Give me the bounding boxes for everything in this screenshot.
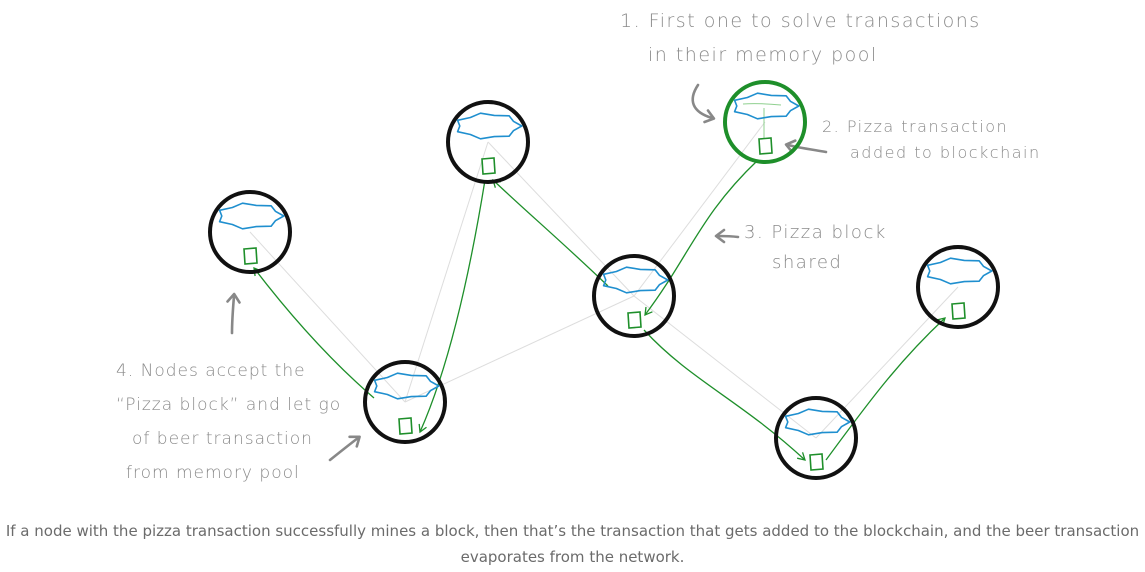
memory-pool-cloud-icon (926, 257, 993, 285)
block-square-icon (243, 247, 258, 265)
block-square-icon (951, 302, 966, 320)
propagation-arrow (643, 329, 806, 461)
annotation-arrows (226, 83, 828, 462)
annotation-text: 1. First one to solve transactions (620, 10, 981, 32)
memory-pool-cloud-icon (602, 266, 669, 294)
propagation-arrow (644, 159, 759, 317)
propagation-arrows (253, 159, 946, 461)
hand-drawn-arrow-icon (226, 292, 241, 335)
hand-drawn-arrow-icon (714, 228, 740, 244)
propagation-arrow (418, 179, 486, 434)
node-circle-icon (774, 396, 858, 480)
network-node (774, 396, 858, 480)
network-link (404, 295, 635, 403)
annotation-text: added to blockchain (850, 143, 1041, 162)
figure-caption: If a node with the pizza transaction suc… (5, 522, 1140, 566)
node-circle-icon (208, 190, 292, 274)
hand-drawn-arrow-icon (328, 435, 361, 462)
propagation-arrow (492, 179, 609, 287)
annotation-text: “Pizza block” and let go (116, 395, 342, 415)
annotation-step-1: 1. First one to solve transactions in th… (620, 4, 981, 72)
memory-pool-cloud-icon (456, 112, 523, 140)
memory-pool-cloud-icon (218, 202, 285, 230)
hand-drawn-arrow-icon (784, 139, 828, 154)
propagation-arrow (253, 266, 375, 399)
nodes (208, 80, 1000, 480)
annotation-step-2: 2. Pizza transaction added to blockchain (822, 114, 1041, 166)
mining-flow (742, 103, 782, 138)
propagation-arrow (825, 317, 946, 461)
network-node (208, 190, 292, 274)
network-link (487, 141, 635, 297)
network-link (633, 295, 817, 439)
memory-pool-cloud-icon (784, 408, 851, 436)
annotation-text: of beer transaction (132, 429, 313, 449)
annotation-text: 3. Pizza block (744, 222, 887, 243)
network-link (633, 121, 766, 297)
winning-node (723, 80, 807, 164)
network-node (363, 360, 447, 444)
blockchain-network-diagram (208, 80, 1000, 480)
block-square-icon (758, 137, 773, 155)
block-square-icon (627, 311, 642, 329)
node-circle-icon (723, 80, 807, 164)
annotation-text: 4. Nodes accept the (116, 361, 306, 381)
block-square-icon (398, 417, 413, 435)
node-circle-icon (592, 254, 676, 338)
network-node (916, 245, 1000, 329)
network-link (404, 141, 489, 403)
annotation-text: in their memory pool (648, 44, 878, 66)
network-node (446, 100, 530, 184)
node-circle-icon (446, 100, 530, 184)
network-links (249, 121, 959, 439)
network-node (592, 254, 676, 338)
block-square-icon (481, 157, 496, 175)
annotation-step-3: 3. Pizza block shared (744, 218, 887, 278)
hand-drawn-arrow-icon (691, 83, 716, 124)
node-circle-icon (363, 360, 447, 444)
node-circle-icon (916, 245, 1000, 329)
annotation-step-4: 4. Nodes accept the “Pizza block” and le… (116, 354, 341, 490)
memory-pool-cloud-icon (373, 372, 440, 400)
annotation-text: shared (772, 252, 843, 273)
block-square-icon (809, 453, 824, 471)
memory-pool-cloud-icon (733, 92, 800, 120)
annotation-text: from memory pool (126, 463, 300, 483)
network-link (815, 286, 959, 439)
annotation-text: 2. Pizza transaction (822, 117, 1009, 136)
